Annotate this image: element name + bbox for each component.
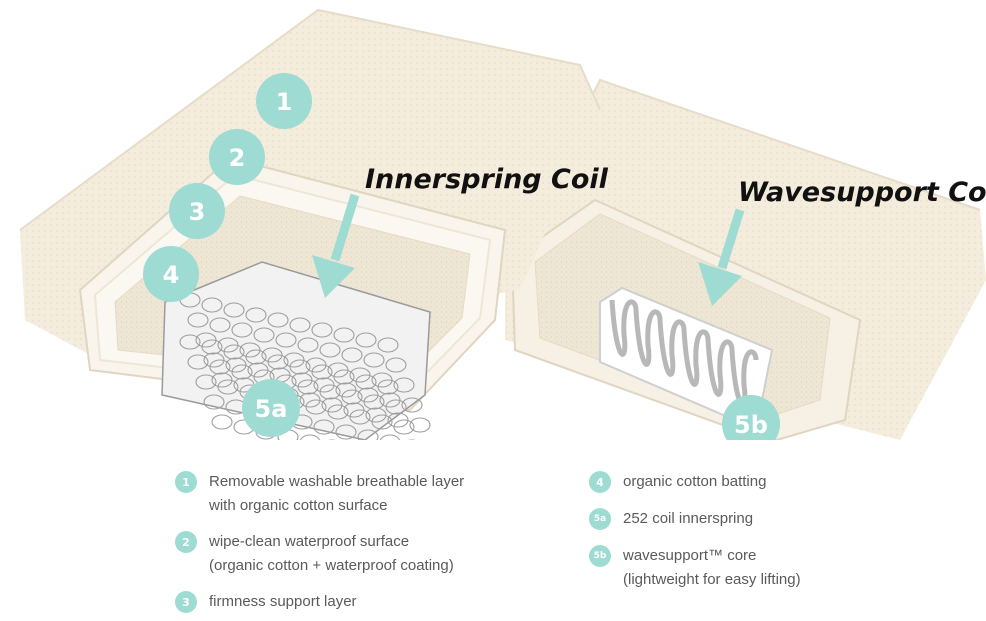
legend-description: Removable washable breathable layer with… (209, 473, 465, 514)
legend-item-4: 4 organic cotton batting (589, 470, 766, 494)
badge-1: 1 (256, 73, 312, 129)
legend-description: wavesupport™ core (lightweight for easy … (623, 547, 801, 588)
legend-item-5b: 5b wavesupport™ core (lightweight for ea… (589, 544, 801, 592)
legend-description: firmness support layer (209, 593, 357, 610)
wavesupport-coil-label: Wavesupport Coil (738, 177, 986, 208)
mattress-diagram: Innerspring Coil Wavesupport Coil 1 2 3 … (19, 8, 986, 440)
legend-number-badge: 5a (589, 508, 611, 530)
wavesupport-arrow (698, 208, 745, 306)
badge-2: 2 (209, 129, 265, 185)
svg-text:5b: 5b (734, 411, 768, 439)
legend-description: organic cotton batting (623, 473, 767, 490)
svg-text:5a: 5a (255, 395, 288, 423)
legend-item-3: 3 firmness support layer (175, 590, 357, 614)
innerspring-coil-label: Innerspring Coil (365, 164, 609, 195)
legend-number-badge: 5b (589, 545, 611, 567)
svg-text:1: 1 (276, 88, 293, 116)
legend-description: 252 coil innerspring (623, 510, 754, 527)
svg-text:3: 3 (189, 198, 206, 226)
legend-item-5a: 5a 252 coil innerspring (589, 507, 753, 531)
legend-number-badge: 3 (175, 591, 197, 613)
svg-text:2: 2 (229, 144, 246, 172)
badge-5a: 5a (242, 379, 300, 437)
legend-item-1: 1 Removable washable breathable layer wi… (175, 470, 464, 518)
badge-4: 4 (143, 246, 199, 302)
legend-description: wipe-clean waterproof surface (organic c… (209, 533, 454, 574)
badge-5b: 5b (722, 395, 780, 440)
legend-number-badge: 1 (175, 471, 197, 493)
right-mattress-section (504, 78, 986, 440)
left-mattress-section (19, 8, 601, 440)
legend-item-2: 2 wipe-clean waterproof surface (organic… (175, 530, 454, 578)
svg-text:4: 4 (163, 261, 180, 289)
legend-number-badge: 2 (175, 531, 197, 553)
innerspring-arrow (312, 193, 360, 298)
legend-number-badge: 4 (589, 471, 611, 493)
badge-3: 3 (169, 183, 225, 239)
